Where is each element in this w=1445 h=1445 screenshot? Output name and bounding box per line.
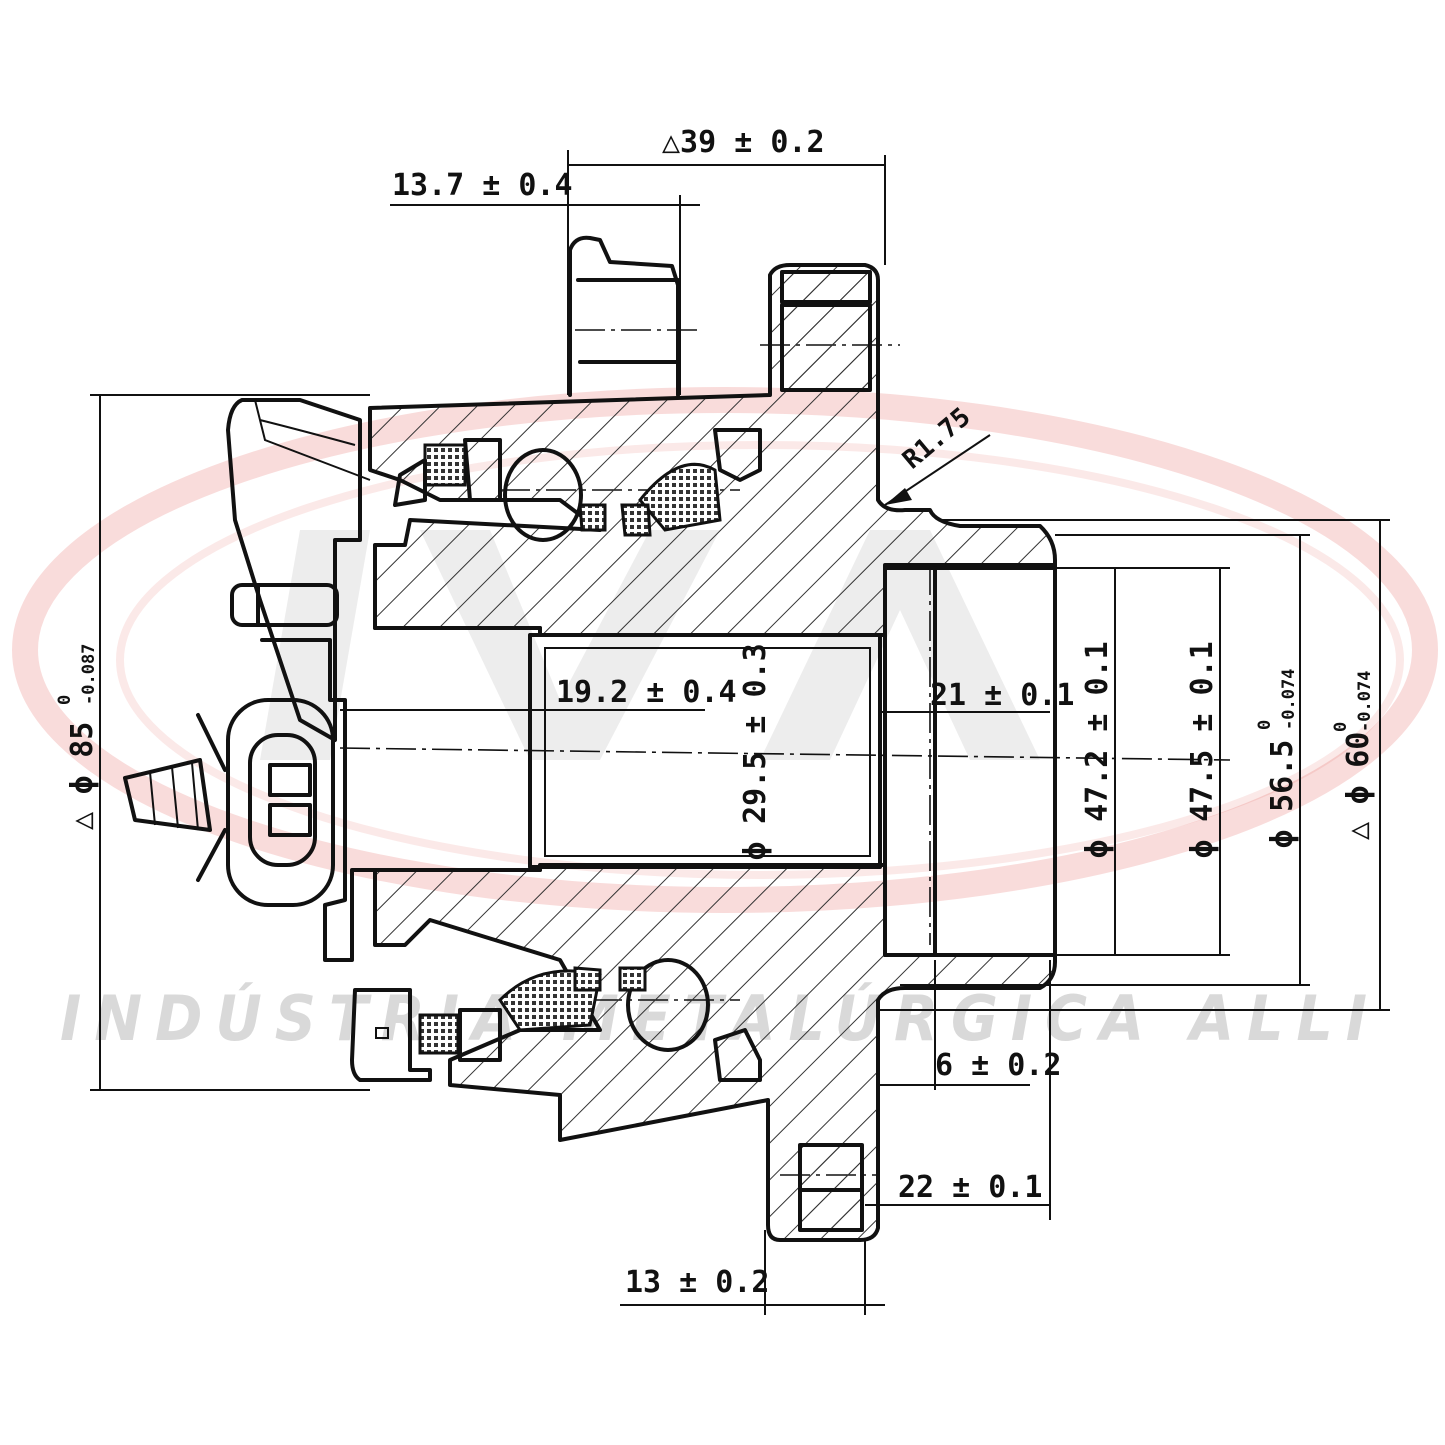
svg-text:-0.074: -0.074	[1279, 669, 1299, 730]
center-bore-inner	[544, 647, 871, 857]
lower-cage-right	[618, 966, 647, 992]
upper-outer-seal	[713, 428, 762, 482]
dim-overall-diameter: △ ϕ 85 0 -0.087	[55, 644, 100, 830]
lower-outer-seal	[713, 1028, 762, 1082]
dim-pilot-diameter-1: ϕ 47.2 ± 0.1	[1080, 641, 1115, 858]
connector-terminal-upper	[268, 763, 312, 797]
lower-seal-mark	[375, 1027, 389, 1039]
connector-latch	[196, 713, 227, 882]
upper-stud-outline	[568, 235, 680, 397]
svg-text:0: 0	[1255, 720, 1275, 730]
sensor-mount-pin	[230, 583, 339, 627]
lower-cage-left	[573, 966, 602, 992]
connector-clip-ribs	[149, 762, 199, 831]
svg-text:-0.074: -0.074	[1355, 671, 1375, 732]
lower-ball-right	[626, 958, 710, 1052]
svg-text:ϕ 56.5: ϕ 56.5	[1265, 740, 1300, 848]
upper-flange-boss-hatch	[780, 270, 872, 304]
hub-axis	[339, 747, 1231, 761]
dim-hub-length: 22 ± 0.1	[898, 1170, 1043, 1205]
connector-clip-tab	[123, 758, 212, 832]
dim-pilot-depth: 21 ± 0.1	[930, 678, 1075, 713]
svg-text:△ ϕ 60: △ ϕ 60	[1341, 732, 1376, 840]
lower-flange-boss	[798, 1143, 864, 1232]
upper-ball-right-mesh	[638, 462, 722, 532]
dim-spigot-diameter: △ ϕ 60 0 -0.074	[1331, 671, 1376, 840]
svg-text:-0.087: -0.087	[79, 644, 99, 705]
dimension-lines	[90, 150, 1390, 1315]
upper-flange-boss-lower	[780, 303, 872, 392]
dim-bore-length: 19.2 ± 0.4	[556, 675, 737, 710]
dim-flange-thickness: 13 ± 0.2	[625, 1265, 770, 1300]
upper-stud-boss	[568, 235, 872, 397]
connector-housing	[226, 698, 335, 907]
sensor-clip-detail	[254, 399, 371, 481]
abs-sensor	[123, 398, 377, 962]
lower-bearing	[350, 958, 762, 1082]
upper-cage-right	[620, 503, 652, 537]
lower-seal-lip	[458, 1008, 502, 1062]
sensor-cable-clip	[226, 398, 362, 742]
upper-ball-left	[503, 448, 583, 542]
lower-seal-housing	[350, 988, 432, 1082]
dim-seat-diameter: ϕ 56.5 0 -0.074	[1255, 669, 1300, 848]
dimension-labels: △39 ± 0.2 13.7 ± 0.4 R1.75 19.2 ± 0.4 21…	[55, 125, 1376, 1300]
upper-stud-shank	[576, 278, 680, 364]
upper-bearing	[393, 428, 762, 542]
dim-flange-width: △39 ± 0.2	[662, 125, 825, 160]
dim-bore-diameter: ϕ 29.5 ± 0.3	[738, 643, 773, 860]
center-bore	[528, 633, 882, 869]
upper-cage-left	[578, 503, 607, 532]
sensor-body	[260, 638, 377, 962]
lower-seal-left	[418, 1013, 460, 1055]
svg-text:0: 0	[1331, 722, 1351, 732]
pilot-recess	[883, 563, 1057, 957]
dim-pilot-diameter-2: ϕ 47.5 ± 0.1	[1185, 641, 1220, 858]
upper-seal-lip	[393, 438, 502, 507]
dim-step-width: 6 ± 0.2	[935, 1048, 1061, 1083]
connector-terminal-lower	[268, 803, 312, 837]
upper-seal-left	[423, 443, 467, 487]
connector-inner	[248, 733, 317, 867]
svg-text:△ ϕ 85: △ ϕ 85	[65, 722, 100, 830]
svg-text:0: 0	[55, 695, 75, 705]
dim-pilot-offset: 13.7 ± 0.4	[392, 168, 573, 203]
lower-stud-boss	[798, 1143, 864, 1232]
